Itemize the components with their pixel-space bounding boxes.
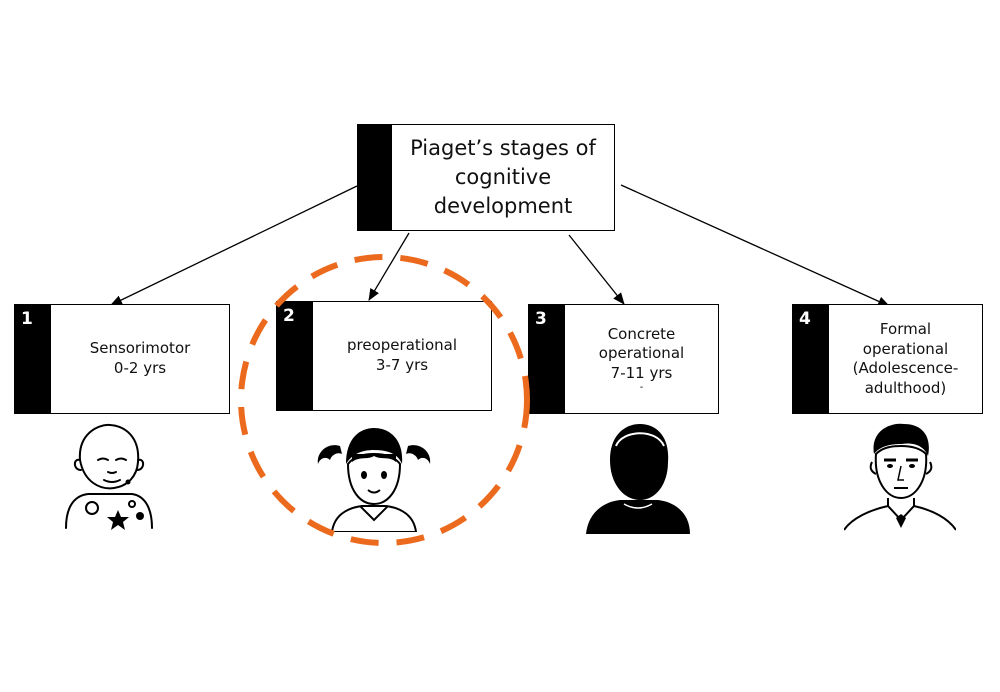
stage-3-line-2: operational bbox=[598, 344, 685, 363]
stage-1-number: 1 bbox=[21, 309, 33, 329]
arrow-to-stage-1 bbox=[110, 185, 358, 306]
stage-1-label: Sensorimotor 0-2 yrs bbox=[51, 305, 229, 413]
stage-2-tab: 2 bbox=[277, 302, 313, 410]
stage-3-line-4: - bbox=[639, 382, 644, 394]
stage-4-number: 4 bbox=[799, 309, 811, 329]
stage-3-line-1: Concrete bbox=[607, 324, 676, 343]
girl-icon bbox=[317, 428, 431, 532]
stage-3-number: 3 bbox=[535, 309, 547, 329]
stage-1-box: 1 Sensorimotor 0-2 yrs bbox=[14, 304, 230, 414]
stage-3-tab: 3 bbox=[529, 305, 565, 413]
root-title-line-2: cognitive bbox=[454, 165, 552, 190]
child-silhouette-icon bbox=[586, 424, 690, 534]
stage-4-line-1: Formal bbox=[879, 320, 932, 338]
stage-4-line-2: operational bbox=[862, 339, 949, 358]
stage-3-box: 3 Concrete operational 7-11 yrs - bbox=[528, 304, 719, 414]
root-title-line-3: development bbox=[433, 193, 573, 218]
root-tab bbox=[358, 125, 392, 230]
stage-4-label: Formal operational (Adolescence- adultho… bbox=[829, 305, 982, 413]
stage-3-label: Concrete operational 7-11 yrs - bbox=[565, 305, 718, 413]
root-node: Piaget’s stages of cognitive development bbox=[357, 124, 615, 231]
root-title-line-1: Piaget’s stages of bbox=[410, 136, 596, 161]
stage-1-tab: 1 bbox=[15, 305, 51, 413]
arrow-to-stage-3 bbox=[568, 234, 625, 305]
stage-2-box: 2 preoperational 3-7 yrs bbox=[276, 301, 492, 411]
stage-2-line-1: preoperational bbox=[347, 336, 457, 355]
man-icon bbox=[844, 423, 956, 531]
root-title: Piaget’s stages of cognitive development bbox=[392, 125, 614, 230]
stage-1-line-1: Sensorimotor bbox=[89, 339, 191, 358]
stage-4-line-3: (Adolescence- bbox=[852, 359, 959, 377]
stage-1-line-2: 0-2 yrs bbox=[113, 359, 167, 377]
stage-4-box: 4 Formal operational (Adolescence- adult… bbox=[792, 304, 983, 414]
arrow-to-stage-4 bbox=[620, 184, 890, 307]
stage-2-number: 2 bbox=[283, 306, 295, 326]
stage-4-tab: 4 bbox=[793, 305, 829, 413]
arrow-to-stage-2 bbox=[368, 232, 410, 301]
stage-3-line-3: 7-11 yrs bbox=[610, 363, 673, 382]
baby-icon bbox=[65, 423, 153, 530]
stage-2-line-2: 3-7 yrs bbox=[375, 356, 429, 374]
stage-4-line-4: adulthood) bbox=[864, 378, 947, 397]
stage-2-label: preoperational 3-7 yrs bbox=[313, 302, 491, 410]
